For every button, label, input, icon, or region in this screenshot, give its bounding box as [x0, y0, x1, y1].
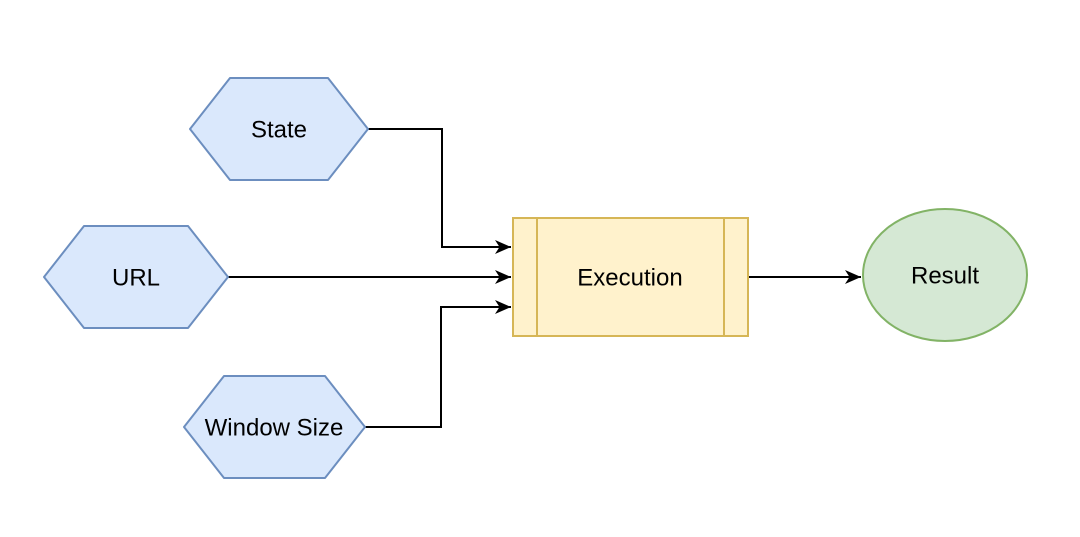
result-label: Result: [911, 263, 979, 290]
url-label: URL: [112, 265, 160, 292]
edge-window-size-to-execution: [365, 300, 511, 428]
window-size-hexagon-shape: [183, 375, 366, 479]
url-hexagon-shape: [43, 225, 229, 329]
node-window-size: Window Size: [183, 375, 366, 479]
result-ellipse-shape: [862, 208, 1028, 342]
edge-state-to-execution: [368, 128, 511, 254]
execution-process-shape: [512, 217, 749, 337]
node-state: State: [189, 77, 369, 181]
state-label: State: [251, 117, 307, 144]
edges-layer: [228, 128, 861, 428]
node-url: URL: [43, 225, 229, 329]
node-result: Result: [862, 208, 1028, 342]
state-hexagon-shape: [189, 77, 369, 181]
execution-label: Execution: [577, 265, 682, 292]
window-size-label: Window Size: [205, 415, 344, 442]
node-execution: Execution: [512, 217, 749, 337]
